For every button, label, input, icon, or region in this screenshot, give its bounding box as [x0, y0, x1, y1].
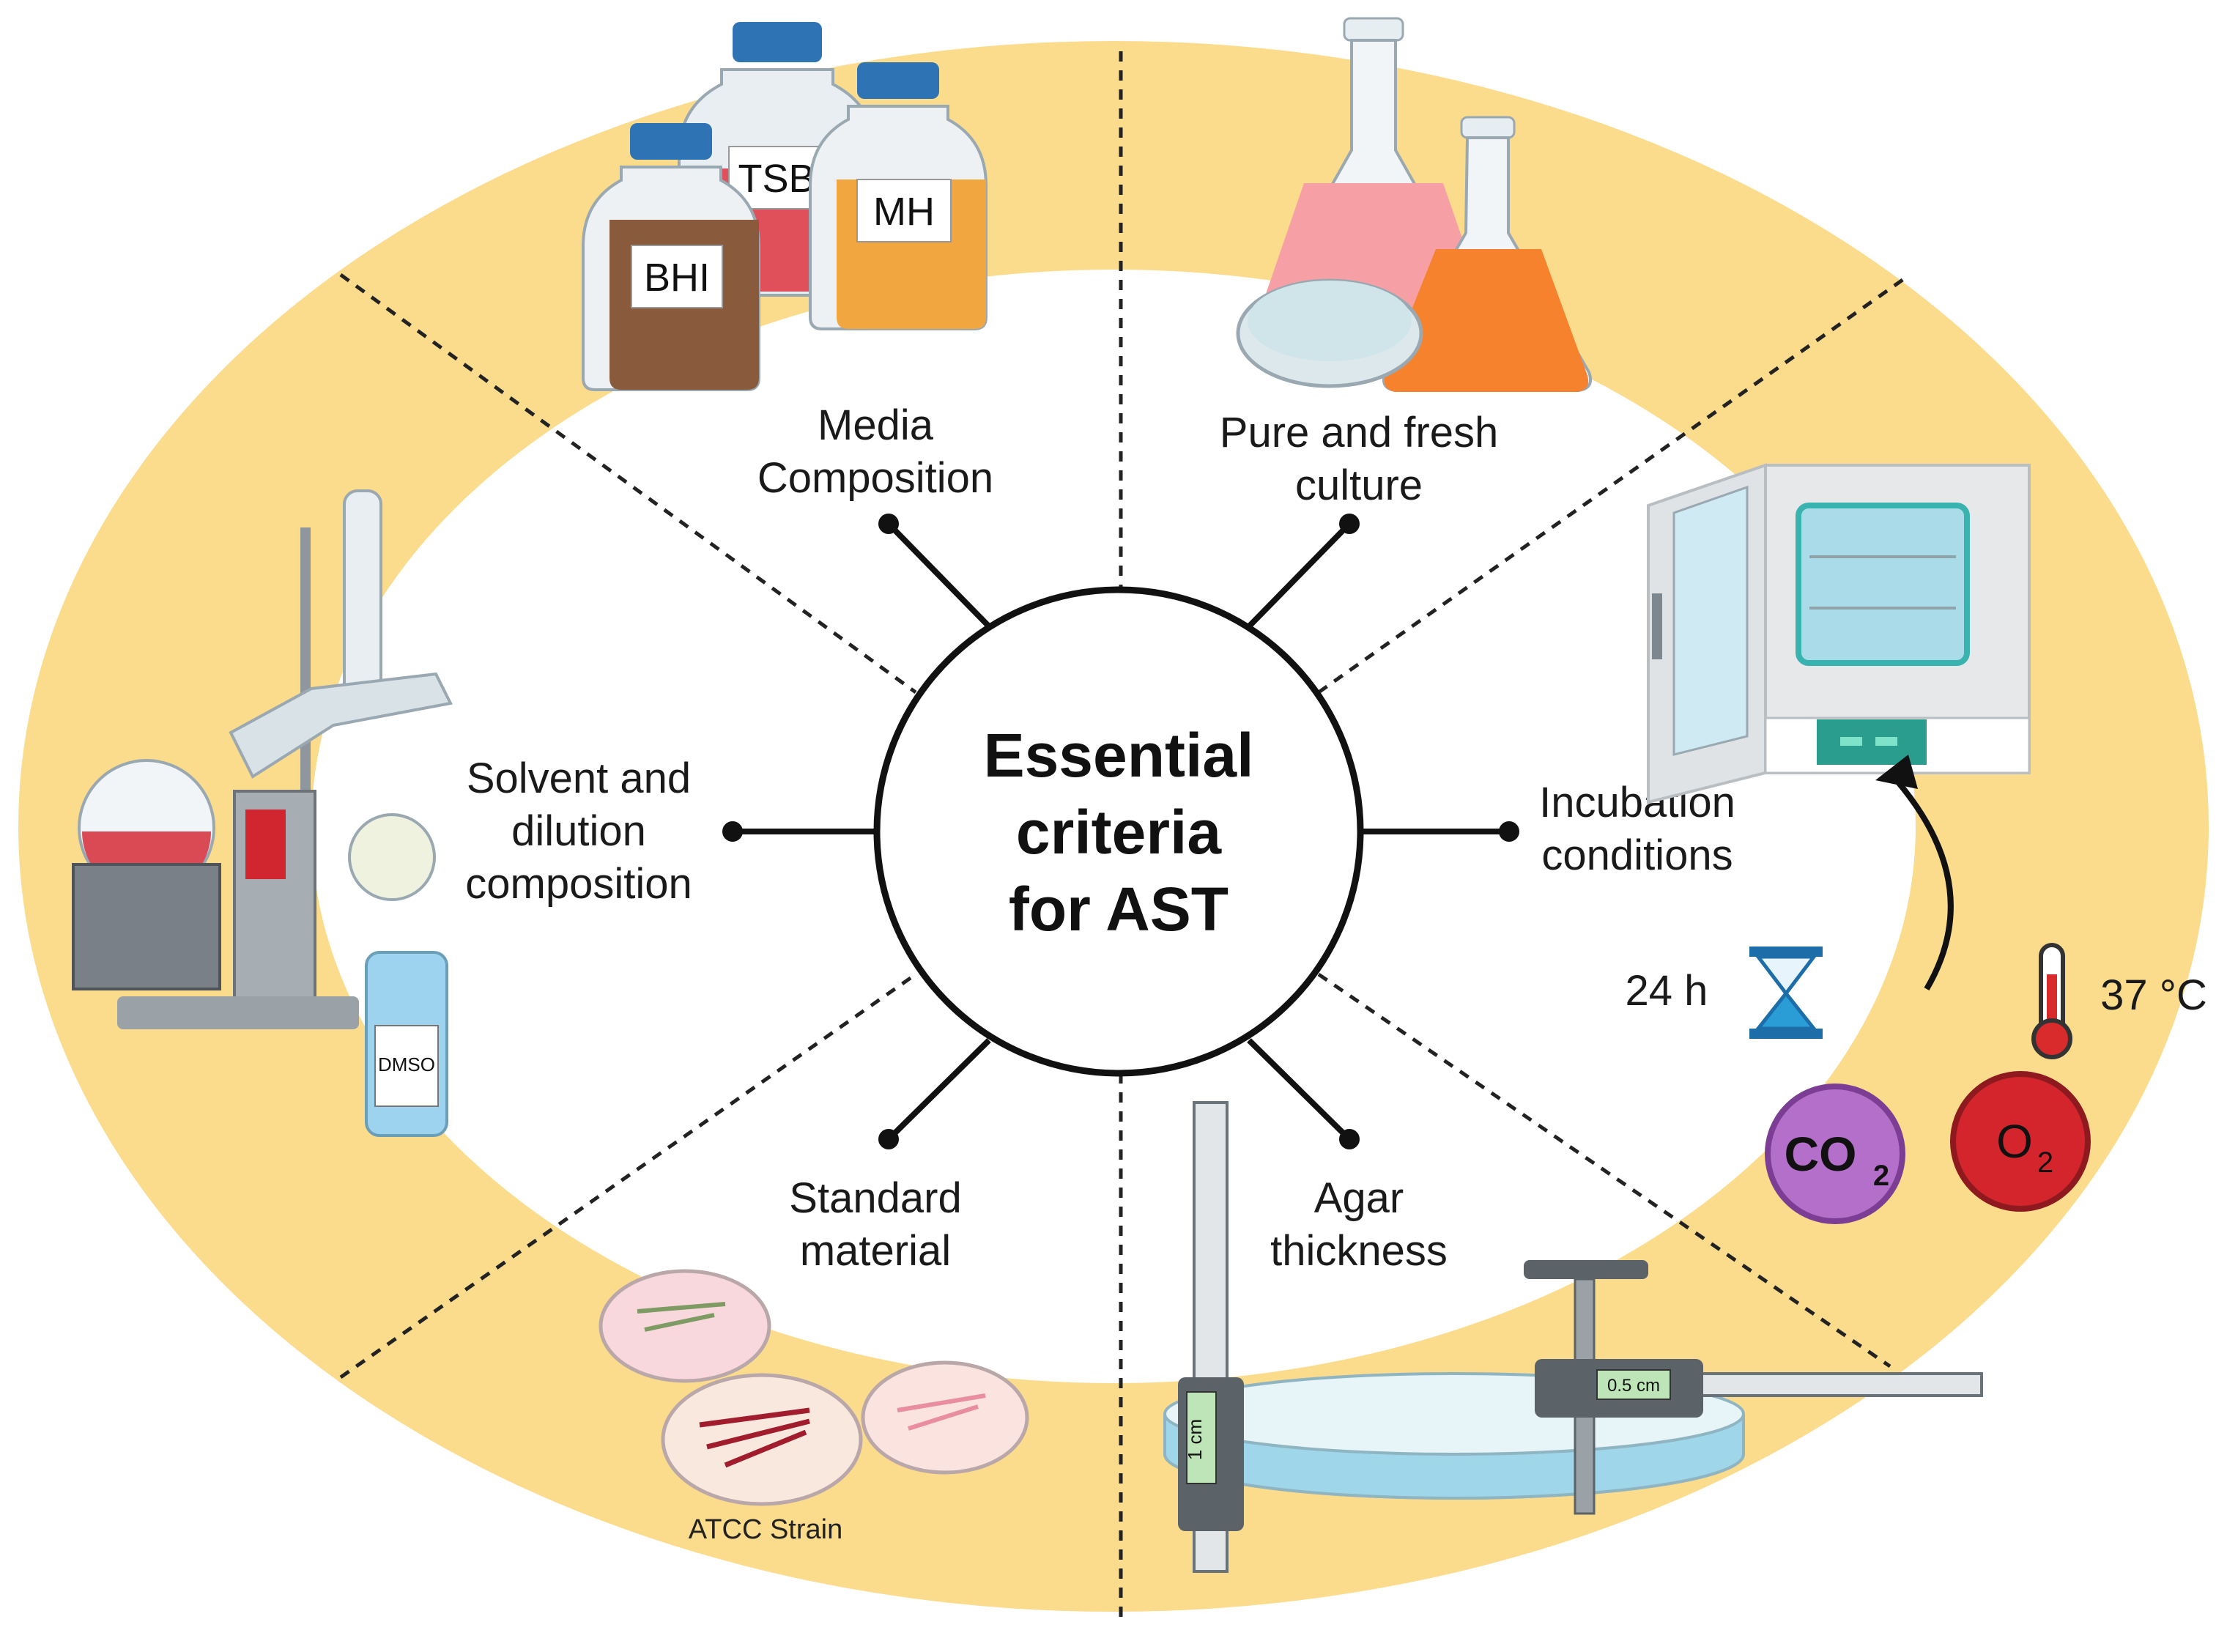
media-bottles-illustration: TSB MH BHI [582, 22, 987, 391]
solvent-label-line1: Solvent and [467, 755, 691, 802]
time-value: 24 h [1626, 967, 1708, 1015]
spokes [722, 514, 1519, 1149]
atcc-strain-caption: ATCC Strain [689, 1514, 842, 1545]
dmso-bottle-label: DMSO [378, 1053, 435, 1075]
thermometer-icon [2031, 943, 2072, 1059]
sector-dividers [339, 51, 1906, 1623]
o2-text: O [1996, 1115, 2033, 1168]
center-title-line3: for AST [1009, 875, 1229, 944]
incubation-params: 24 h 37 °C CO 2 O 2 [1626, 943, 2207, 1224]
co2-bubble: CO 2 [1765, 1084, 1905, 1224]
media-label-line2: Composition [757, 454, 993, 502]
label-agar: Agar thickness [1270, 1174, 1448, 1275]
hourglass-icon [1749, 947, 1823, 1039]
bhi-bottle-label: BHI [644, 256, 710, 300]
center-title-line1: Essential [984, 721, 1254, 790]
culture-label-line2: culture [1295, 462, 1423, 509]
culture-label-line1: Pure and fresh [1220, 409, 1498, 456]
label-solvent: Solvent and dilution composition [465, 755, 692, 908]
incubator-illustration [1647, 463, 2031, 991]
caliper-illustration: 1 cm 0.5 cm [1163, 1101, 1983, 1573]
center-node: Essential criteria for AST [873, 586, 1364, 1077]
o2-bubble: O 2 [1950, 1071, 2091, 1212]
label-incubation: Incubation conditions [1539, 779, 1735, 879]
culture-flasks-illustration [1236, 17, 1593, 392]
incubation-label-line2: conditions [1541, 831, 1733, 879]
co2-subscript: 2 [1873, 1160, 1889, 1192]
label-media: Media Composition [757, 401, 993, 502]
standard-label-line2: material [800, 1227, 951, 1275]
petri-dishes-illustration: ATCC Strain [599, 1269, 1029, 1545]
agar-label-line2: thickness [1270, 1227, 1448, 1275]
agar-label-line1: Agar [1314, 1174, 1404, 1222]
solvent-label-line2: dilution [511, 807, 646, 855]
solvent-label-line3: composition [465, 860, 692, 908]
o2-subscript: 2 [2037, 1147, 2053, 1179]
media-label-line1: Media [818, 401, 934, 449]
co2-text: CO [1785, 1127, 1857, 1181]
standard-label-line1: Standard [789, 1174, 961, 1222]
rotary-evaporator-illustration: DMSO [72, 489, 453, 1137]
center-title-line2: criteria [1016, 798, 1222, 867]
label-standard: Standard material [789, 1174, 961, 1275]
label-culture: Pure and fresh culture [1220, 409, 1498, 509]
tsb-bottle-label: TSB [738, 157, 815, 201]
temperature-value: 37 °C [2100, 971, 2207, 1019]
caliper-right-reading: 0.5 cm [1607, 1376, 1660, 1396]
caliper-left-reading: 1 cm [1184, 1419, 1206, 1460]
mh-bottle-label: MH [873, 190, 935, 234]
